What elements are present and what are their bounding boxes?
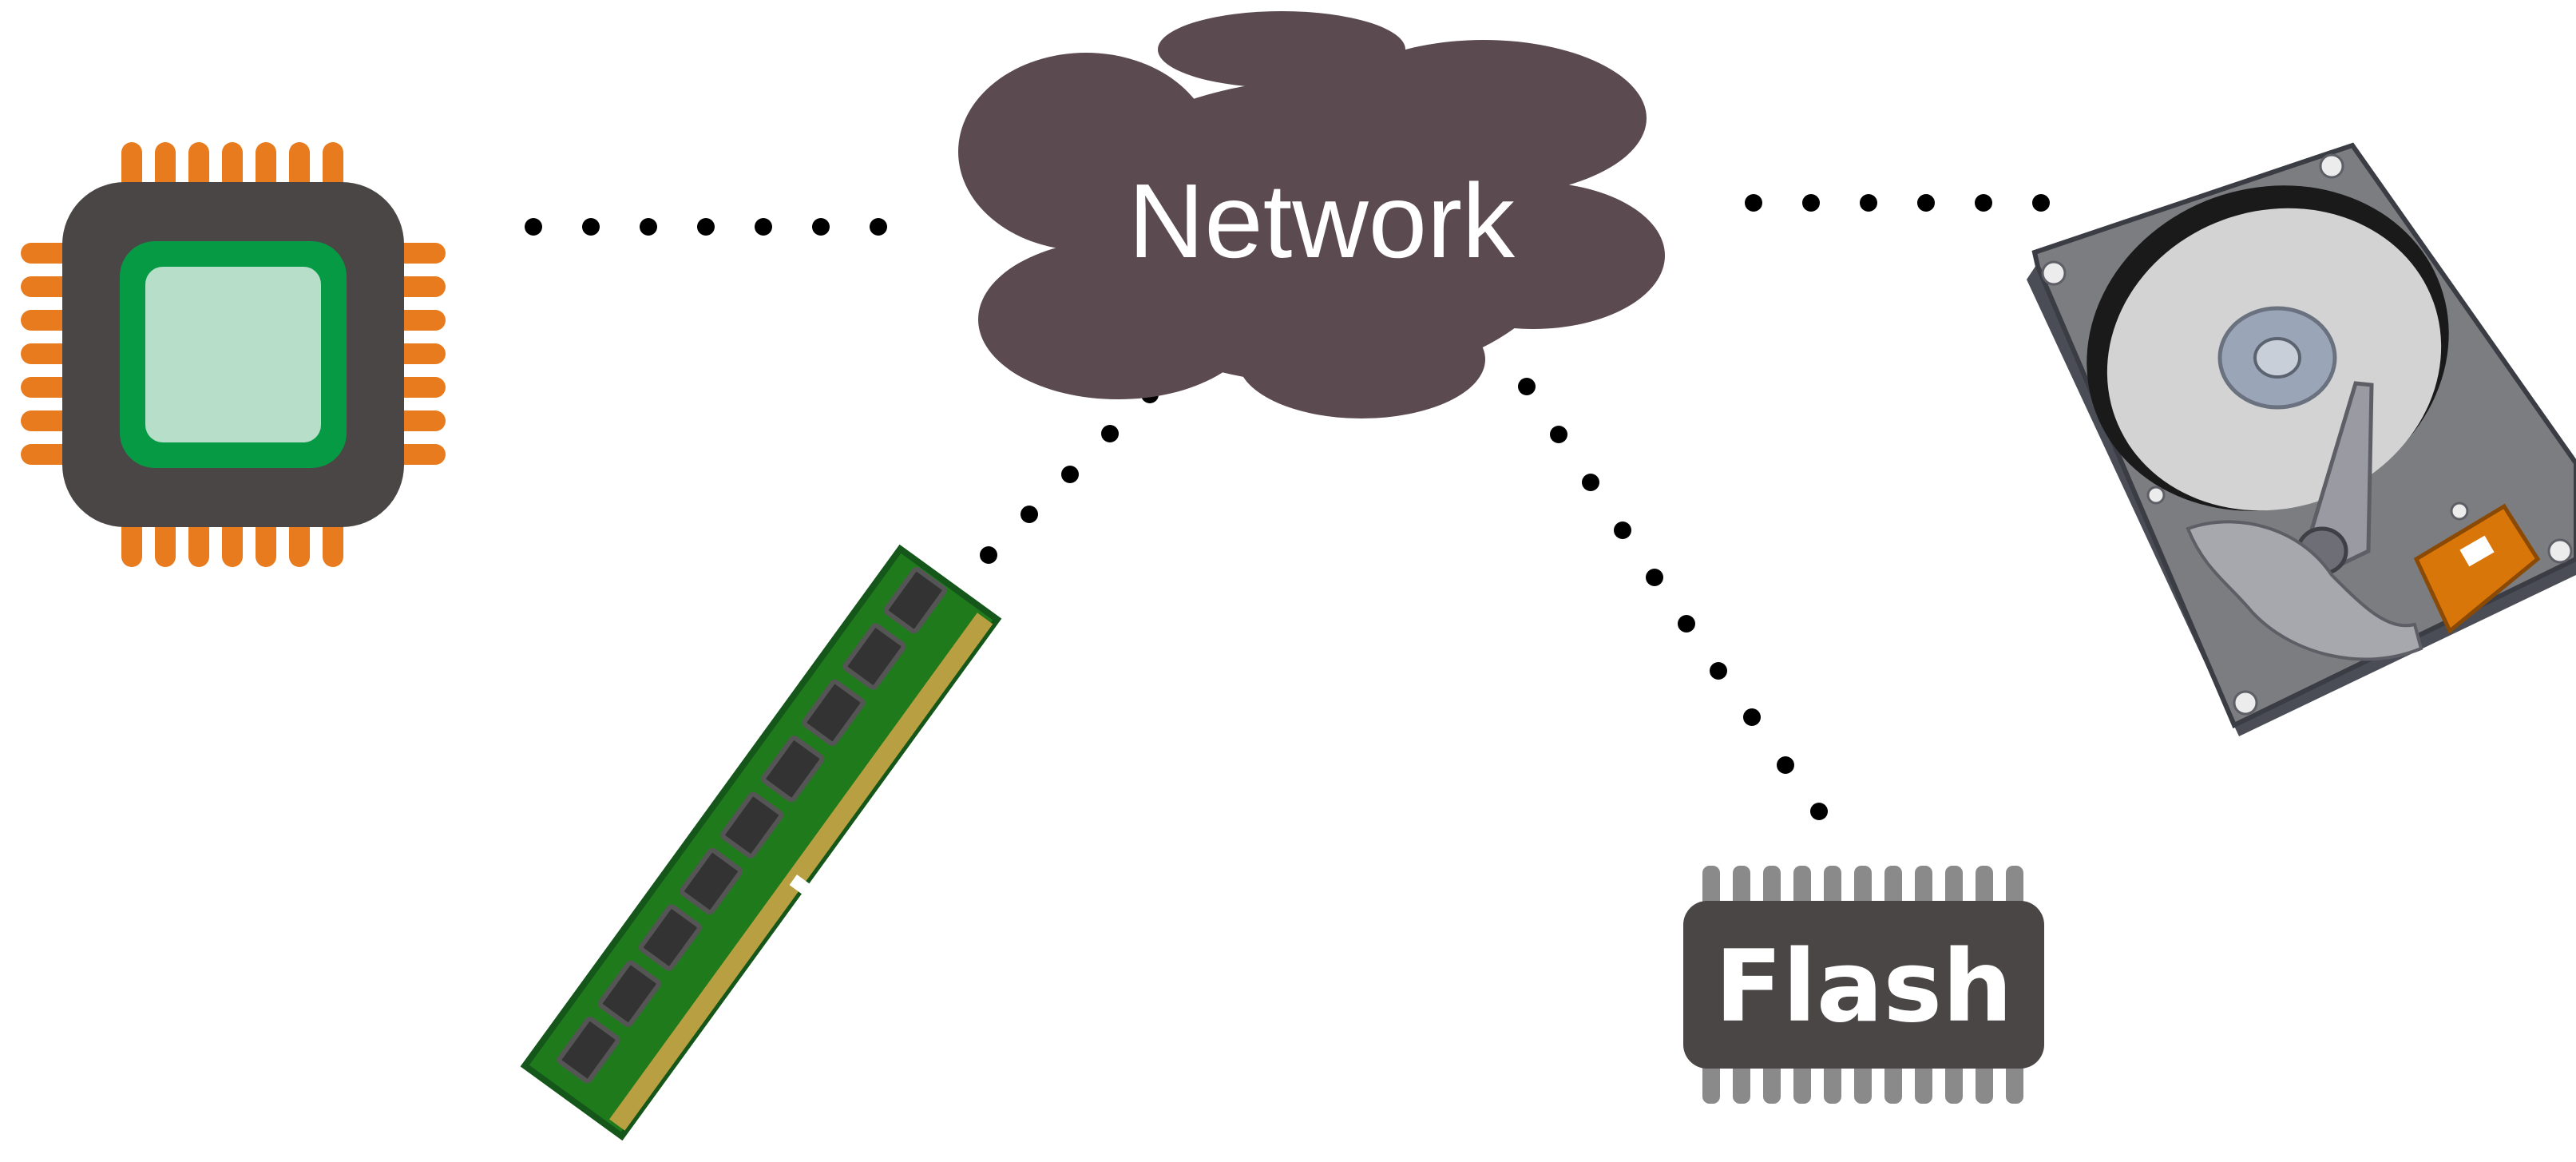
hdd-screw-4 — [2547, 538, 2573, 564]
ram-chips — [557, 567, 947, 1084]
hdd-spindle-hub — [2253, 337, 2301, 379]
connector-cpu-network — [525, 218, 887, 236]
flash-body — [1683, 901, 2044, 1069]
connector-network-ram — [980, 386, 1159, 564]
connector-network-flash — [1518, 378, 1828, 820]
network-cloud-icon: Network — [958, 11, 1665, 418]
ram-notch — [789, 874, 810, 894]
hdd-screw-5 — [2146, 486, 2166, 505]
hdd-circuit-board — [2413, 503, 2541, 634]
hdd-actuator-magnet — [2186, 520, 2423, 661]
connector-network-hdd — [1745, 194, 2050, 212]
hdd-screw-1 — [2041, 260, 2067, 286]
flash-label: Flash — [1715, 930, 2013, 1045]
network-label: Network — [1128, 162, 1516, 280]
hdd-connector — [2459, 535, 2495, 567]
hdd-screw-2 — [2319, 153, 2344, 179]
ram-module-icon — [520, 544, 1002, 1141]
hdd-screw-3 — [2233, 690, 2258, 716]
flash-chip-icon: Flash — [1683, 866, 2044, 1104]
cpu-die — [145, 267, 321, 442]
cpu-chip-icon — [21, 142, 446, 567]
hdd-screw-6 — [2450, 502, 2469, 521]
ram-contacts — [609, 613, 993, 1131]
hard-drive-icon — [2027, 142, 2576, 736]
